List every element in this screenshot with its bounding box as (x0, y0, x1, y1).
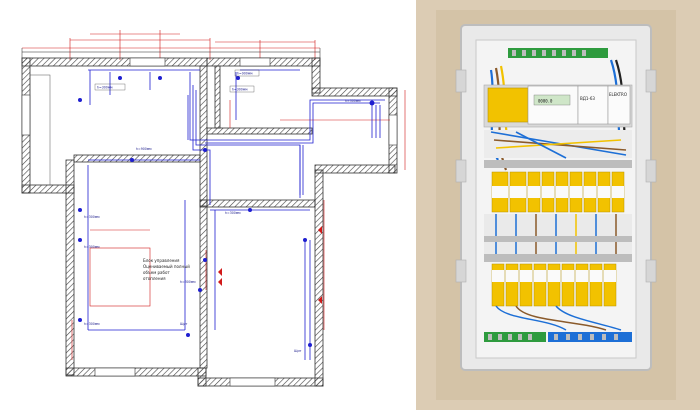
room-note-line: Оцениваемый полный (143, 264, 190, 269)
outlet-symbols (78, 76, 375, 347)
breaker-row-1 (491, 171, 625, 213)
room-note: Блок управления Оцениваемый полный объем… (143, 258, 190, 281)
svg-text:h=300мм: h=300мм (345, 99, 361, 103)
rcd-device (577, 85, 609, 125)
main-breaker (487, 87, 529, 123)
ground-terminal-bottom (484, 332, 546, 342)
wiring-floor-plan: h=300мм h=900мм h=300мм h=900мм h=300мм … (21, 30, 406, 387)
walls (21, 57, 398, 387)
brand-label: ELEKTRO (609, 92, 627, 97)
room-note-line: отопления (143, 276, 166, 281)
rcd-label: ВД1-63 (580, 96, 595, 101)
svg-text:h=300мм: h=300мм (84, 245, 100, 249)
distribution-board-photo: 0000.0 ВД1-63 ELEKTRO (416, 0, 700, 410)
annotations: h=300мм h=900мм h=300мм h=900мм h=300мм … (84, 69, 361, 353)
ground-terminal-top (508, 48, 608, 58)
svg-text:h=300мм: h=300мм (180, 280, 196, 284)
meter-display: 0000.0 (538, 99, 553, 104)
svg-text:h=300мм: h=300мм (84, 322, 100, 326)
svg-text:h=900мм: h=900мм (237, 72, 253, 76)
floor-plan-drawing: h=300мм h=900мм h=300мм h=900мм h=300мм … (21, 30, 406, 387)
svg-text:h=300мм: h=300мм (232, 88, 248, 92)
svg-text:h=300мм: h=300мм (84, 215, 100, 219)
breaker-row-2 (491, 263, 617, 307)
svg-text:Щит: Щит (180, 322, 188, 326)
svg-text:h=300мм: h=300мм (225, 211, 241, 215)
svg-text:Щит: Щит (294, 349, 302, 353)
room-note-line: Блок управления (143, 258, 180, 263)
svg-text:h=300мм: h=300мм (97, 86, 113, 90)
cable-runs (87, 69, 385, 360)
electrical-panel-illustration: 0000.0 ВД1-63 ELEKTRO (416, 0, 700, 410)
svg-text:h=900мм: h=900мм (136, 147, 152, 151)
room-note-line: объем работ (143, 270, 170, 275)
dimension-lines-top (22, 30, 320, 60)
